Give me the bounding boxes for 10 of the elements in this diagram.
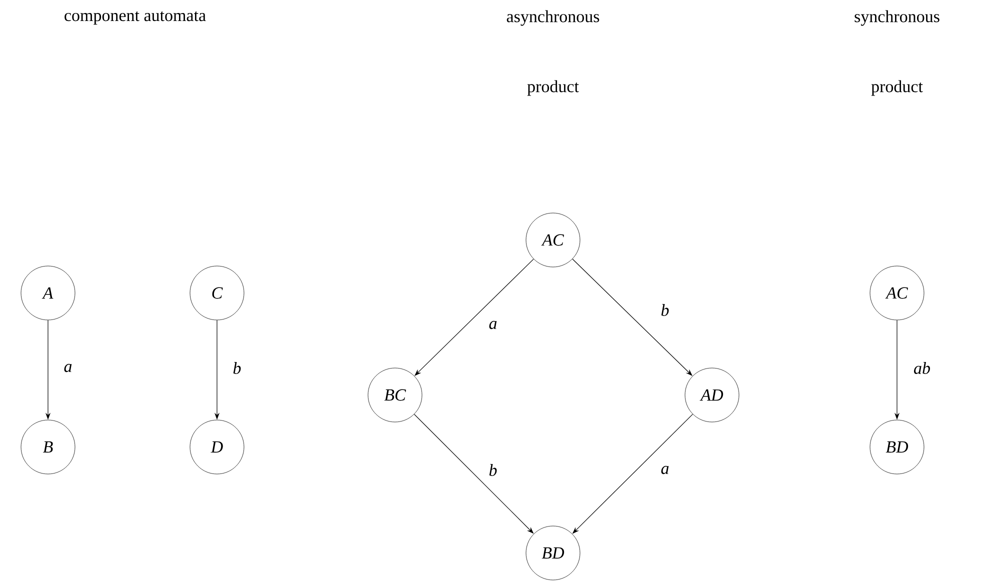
edge-label: b: [660, 303, 670, 317]
edge-label: a: [488, 320, 498, 330]
heading: asynchronous product: [506, 10, 600, 96]
edge-label: ab: [912, 361, 932, 375]
heading: component automata: [64, 11, 206, 25]
edge-label: a: [660, 464, 670, 476]
heading: synchronous product: [854, 10, 940, 96]
edge-label: b: [488, 463, 498, 477]
edge-label: a: [62, 362, 74, 374]
edge-label: b: [232, 361, 242, 375]
